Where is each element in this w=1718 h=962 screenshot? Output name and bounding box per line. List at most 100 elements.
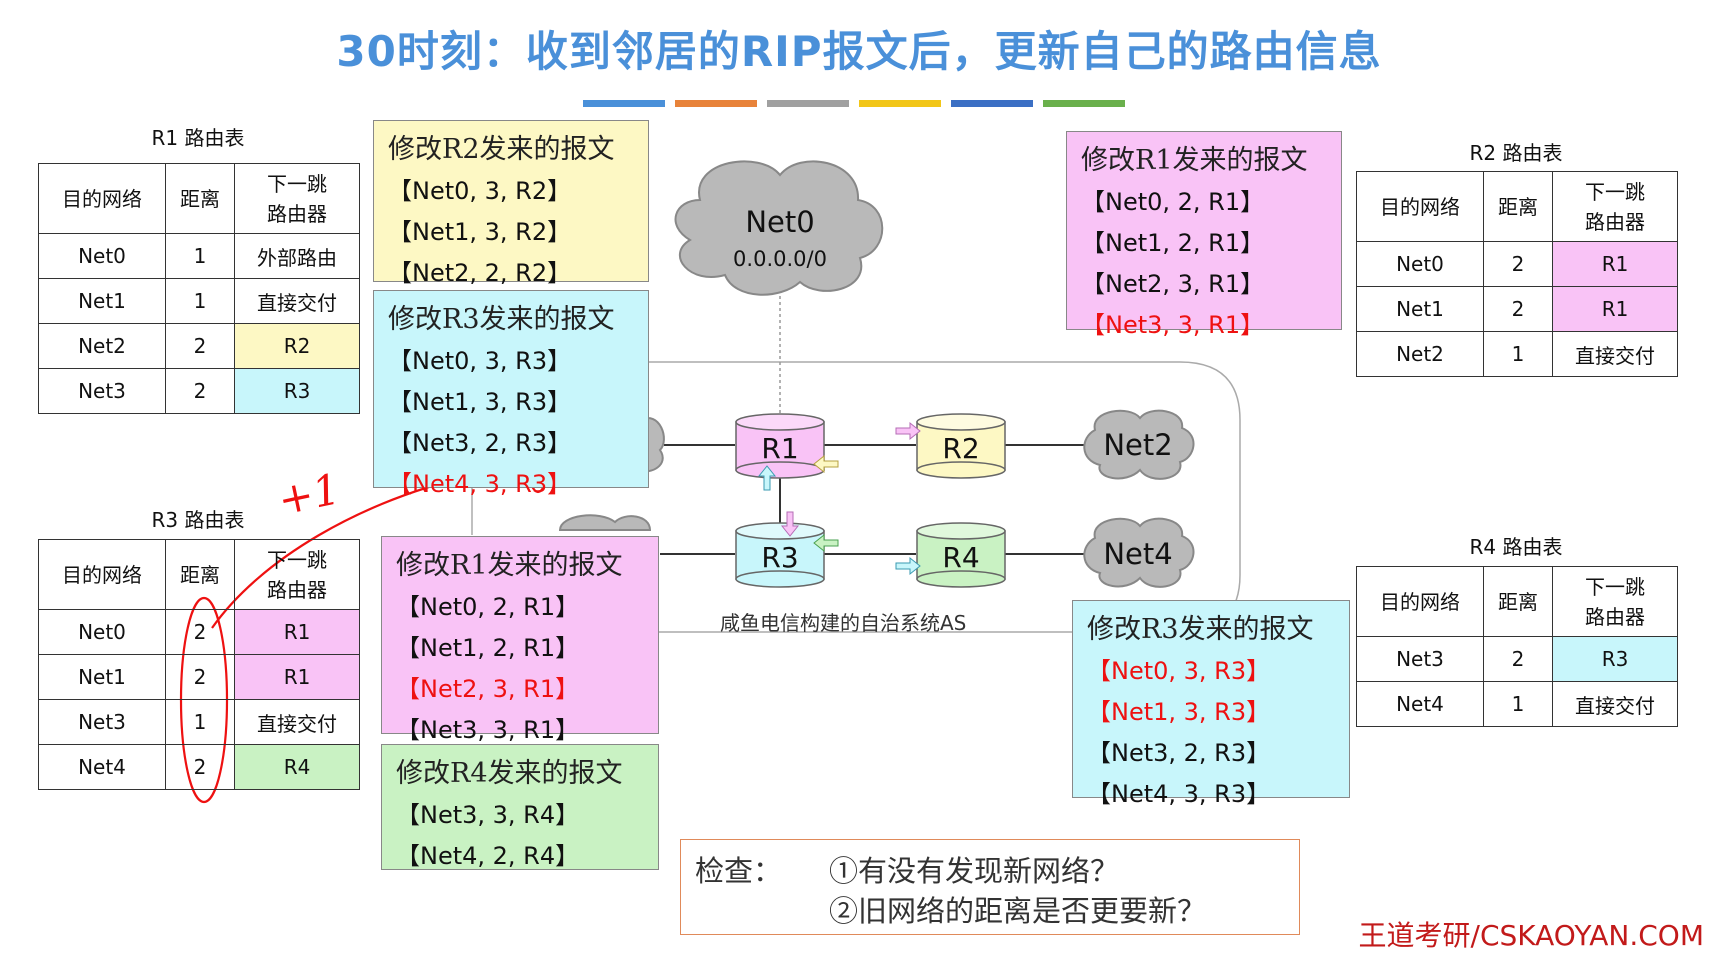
cell-next-hop: 直接交付	[234, 699, 360, 745]
message-entry: 【Net3, 2, R3】	[388, 429, 572, 457]
message-r4-to-r3: 修改R4发来的报文【Net3, 3, R4】【Net4, 2, R4】	[381, 744, 659, 870]
cloud-net4	[1083, 517, 1195, 588]
message-entry: 【Net2, 3, R1】	[396, 675, 580, 703]
message-title: 修改R4发来的报文	[396, 758, 623, 789]
router-r4	[916, 522, 1006, 588]
net4-label: Net4	[1103, 537, 1173, 571]
cell-destination-network: Net4	[1356, 681, 1484, 727]
arrow-r1-to-r2	[895, 421, 921, 441]
message-entry: 【Net1, 2, R1】	[396, 634, 580, 662]
cell-distance: 1	[165, 699, 235, 745]
cell-destination-network: Net3	[38, 699, 166, 745]
title-underline-segment	[859, 100, 941, 107]
message-title: 修改R3发来的报文	[388, 304, 615, 335]
header-next-hop: 下一跳 路由器	[1552, 566, 1678, 637]
message-r3-to-r1: 修改R3发来的报文【Net0, 3, R3】【Net1, 3, R3】【Net3…	[373, 290, 649, 498]
cell-distance: 1	[165, 233, 235, 279]
message-entry: 【Net0, 2, R1】	[396, 593, 580, 621]
header-net: 目的网络	[1356, 171, 1484, 242]
message-entry: 【Net4, 3, R3】	[1087, 780, 1271, 808]
arrow-r1-to-r3	[780, 511, 800, 537]
message-r3-to-r4: 修改R3发来的报文【Net0, 3, R3】【Net1, 3, R3】【Net3…	[1072, 600, 1350, 808]
cell-next-hop: R4	[234, 744, 360, 790]
cell-destination-network: Net1	[38, 654, 166, 700]
message-entry: 【Net1, 3, R3】	[388, 388, 572, 416]
check-label: 检查：	[695, 854, 783, 888]
message-entry: 【Net2, 2, R2】	[388, 259, 572, 287]
message-title: 修改R1发来的报文	[396, 550, 623, 581]
message-entry: 【Net4, 2, R4】	[396, 842, 580, 870]
net0-address: 0.0.0.0/0	[733, 247, 827, 271]
cell-next-hop: 直接交付	[1552, 681, 1678, 727]
header-distance: 距离	[1483, 566, 1553, 637]
table-header-row: 目的网络距离下一跳 路由器	[38, 539, 360, 610]
title-underline-segment	[675, 100, 757, 107]
header-distance: 距离	[165, 163, 235, 234]
page-title: 30时刻：收到邻居的RIP报文后，更新自己的路由信息	[336, 27, 1382, 76]
r3-table-caption: R3 路由表	[151, 508, 245, 532]
title-underline-segment	[1043, 100, 1125, 107]
cell-distance: 2	[165, 609, 235, 655]
header-next-hop: 下一跳 路由器	[1552, 171, 1678, 242]
cell-next-hop: R1	[234, 654, 360, 700]
arrow-r3-to-r4	[895, 556, 921, 576]
cell-distance: 2	[165, 368, 235, 414]
router-r1-label: R1	[761, 432, 799, 465]
router-r2-label: R2	[942, 432, 980, 465]
message-entry: 【Net0, 3, R3】	[1087, 657, 1271, 685]
table-header-row: 目的网络距离下一跳 路由器	[1356, 171, 1678, 242]
arrow-r4-to-r3	[813, 533, 839, 553]
header-net: 目的网络	[1356, 566, 1484, 637]
message-entry: 【Net0, 2, R1】	[1081, 188, 1265, 216]
header-distance: 距离	[1483, 171, 1553, 242]
r1-table-caption: R1 路由表	[151, 126, 245, 150]
net2-label: Net2	[1103, 428, 1173, 462]
cell-next-hop: R3	[234, 368, 360, 414]
title-underline-segment	[951, 100, 1033, 107]
cell-destination-network: Net0	[38, 233, 166, 279]
message-entry: 【Net3, 3, R1】	[396, 716, 580, 744]
header-net: 目的网络	[38, 539, 166, 610]
message-entry: 【Net1, 3, R2】	[388, 218, 572, 246]
message-entry: 【Net3, 3, R4】	[396, 801, 580, 829]
cloud-net0	[674, 160, 884, 296]
cell-distance: 2	[1483, 636, 1553, 682]
message-entry: 【Net3, 3, R1】	[1081, 311, 1265, 339]
header-next-hop: 下一跳 路由器	[234, 539, 360, 610]
cell-destination-network: Net1	[1356, 286, 1484, 332]
router-r4-label: R4	[942, 541, 980, 574]
check-box: 检查： ①有没有发现新网络？ ②旧网络的距离是否更要新？	[680, 839, 1300, 935]
as-boundary	[640, 361, 1241, 633]
table-header-row: 目的网络距离下一跳 路由器	[38, 163, 360, 234]
router-r2	[916, 413, 1006, 479]
cell-next-hop: R1	[1552, 241, 1678, 287]
net0-name: Net0	[745, 205, 815, 239]
message-r1-to-r2: 修改R1发来的报文【Net0, 2, R1】【Net1, 2, R1】【Net2…	[1066, 131, 1342, 339]
cell-destination-network: Net2	[38, 323, 166, 369]
check-question-2: ②旧网络的距离是否更要新？	[829, 894, 1207, 928]
cell-next-hop: 直接交付	[1552, 331, 1678, 377]
cell-distance: 1	[1483, 681, 1553, 727]
cloud-net2	[1083, 409, 1195, 480]
cell-distance: 2	[1483, 241, 1553, 287]
router-r3-label: R3	[761, 541, 799, 574]
cell-next-hop: 外部路由	[234, 233, 360, 279]
watermark: 王道考研/CSKAOYAN.COM	[1358, 919, 1704, 952]
cell-next-hop: R2	[234, 323, 360, 369]
cell-destination-network: Net3	[1356, 636, 1484, 682]
cell-distance: 2	[165, 323, 235, 369]
